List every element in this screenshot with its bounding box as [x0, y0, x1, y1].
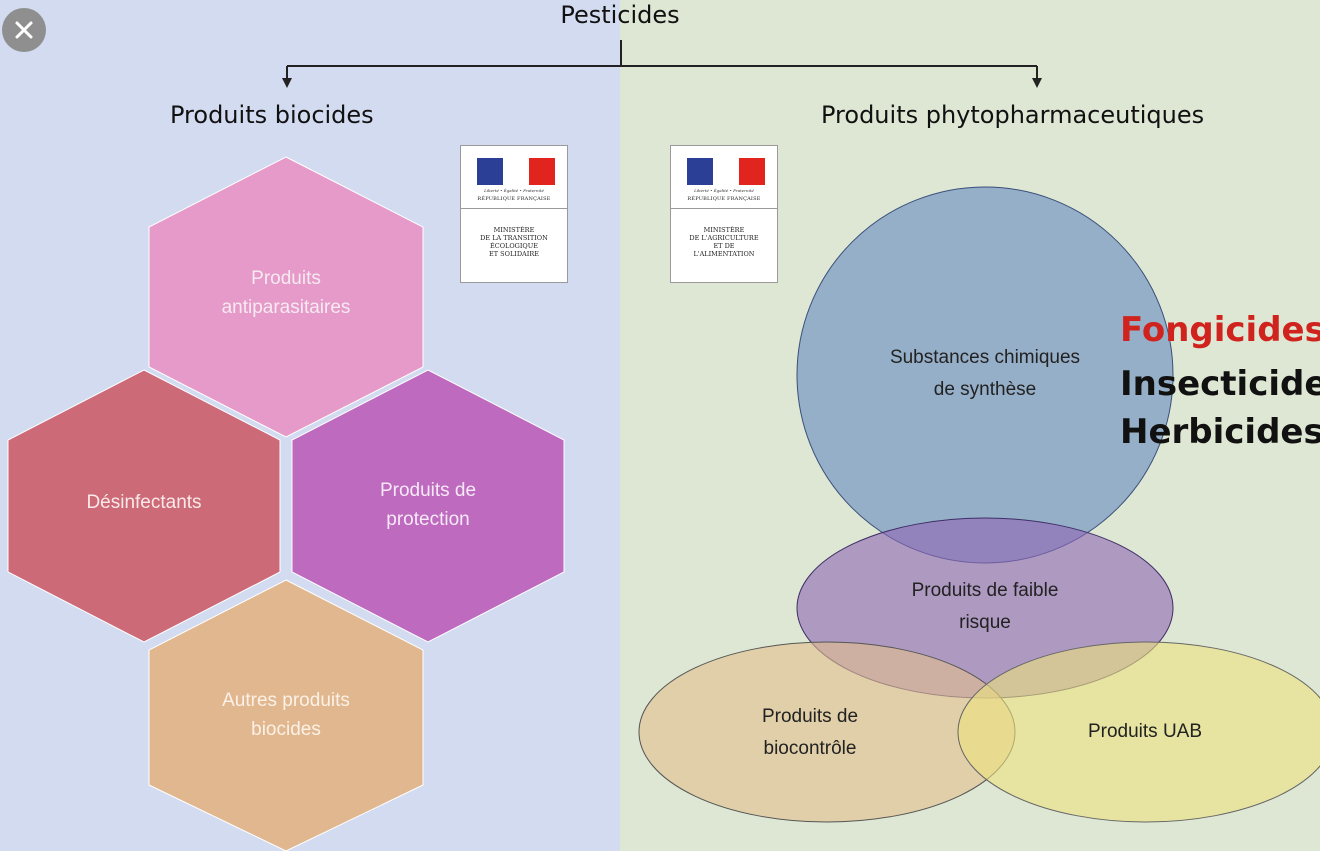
- type-fongicides: Fongicides: [1120, 310, 1320, 350]
- close-icon: [15, 21, 33, 39]
- hexagon-autres: [148, 579, 424, 851]
- hexagon-label-desinfectants: Désinfectants: [86, 492, 202, 513]
- logo-ministry-name: MINISTÈRE DE LA TRANSITION ÉCOLOGIQUE ET…: [480, 226, 548, 258]
- logo-ministry-name: MINISTÈRE DE L'AGRICULTURE ET DE L'ALIME…: [689, 226, 759, 258]
- hexagon-protection: [291, 369, 565, 643]
- hexagon-label-autres: Autres produits biocides: [222, 690, 350, 740]
- type-insecticides: Insecticides: [1120, 364, 1320, 404]
- logo-devise: Liberté • Égalité • Fraternité: [694, 188, 754, 193]
- phyto-title: Produits phytopharmaceutiques: [821, 101, 1205, 129]
- hexagon-label-antiparasitaires: Produits antiparasitaires: [221, 268, 351, 318]
- logo-devise: Liberté • Égalité • Fraternité: [484, 188, 544, 193]
- close-button[interactable]: [2, 8, 46, 52]
- venn-label-uab: Produits UAB: [1087, 721, 1203, 742]
- diagram-title: Pesticides: [560, 1, 680, 29]
- ministry-logo-agriculture: Liberté • Égalité • Fraternité RÉPUBLIQU…: [670, 145, 778, 283]
- venn-label-faible-risque: Produits de faible risque: [911, 580, 1059, 633]
- hexagon-label-protection: Produits de protection: [379, 480, 477, 530]
- venn-uab: [957, 641, 1320, 823]
- ministry-logo-ecologie: Liberté • Égalité • Fraternité RÉPUBLIQU…: [460, 145, 568, 283]
- french-flag-icon: [477, 158, 555, 185]
- venn-label-synthese: Substances chimiques de synthèse: [889, 347, 1081, 400]
- type-herbicides: Herbicides: [1120, 412, 1320, 452]
- logo-republic: RÉPUBLIQUE FRANÇAISE: [687, 196, 761, 202]
- arrow-down-icon: [1032, 78, 1042, 88]
- tree-connectors: [286, 40, 1038, 80]
- venn-label-biocontrole: Produits de biocontrôle: [761, 706, 859, 759]
- french-flag-icon: [687, 158, 765, 185]
- biocides-title: Produits biocides: [170, 101, 374, 129]
- logo-republic: RÉPUBLIQUE FRANÇAISE: [477, 196, 551, 202]
- hexagon-desinfectants: [7, 369, 281, 643]
- arrow-down-icon: [282, 78, 292, 88]
- hexagon-antiparasitaires: [148, 156, 424, 438]
